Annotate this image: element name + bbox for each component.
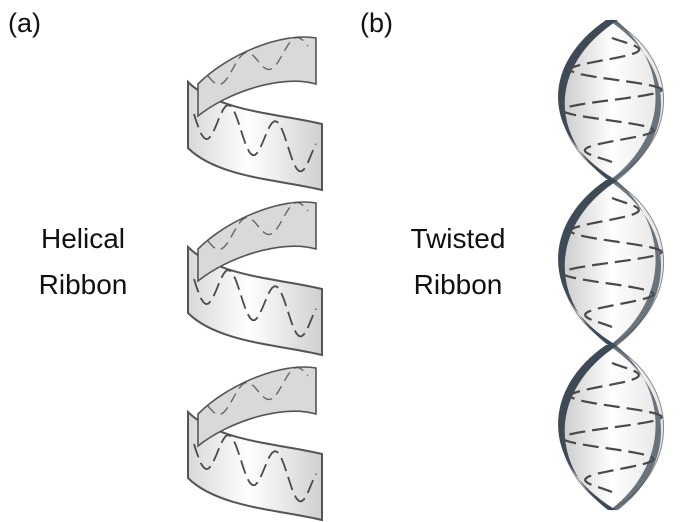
panel-a-label: (a)	[8, 8, 41, 38]
twisted-ribbon-caption: Twisted Ribbon	[398, 216, 518, 308]
panel-b-label: (b)	[360, 8, 393, 38]
caption-line: Ribbon	[38, 269, 128, 300]
twist-edge-right	[608, 20, 661, 180]
helix-dashed-curve	[193, 269, 317, 338]
twist-edge-right	[608, 345, 661, 510]
twisted-ribbon-illustration	[558, 19, 665, 511]
helix-dashed-curve	[193, 434, 317, 503]
twist-edge-left	[558, 180, 618, 345]
twist-dashed-curve	[561, 196, 663, 329]
helix-back-dashed-curve	[207, 366, 309, 416]
helix-back-band	[197, 201, 317, 283]
caption-line: Helical	[40, 223, 126, 254]
twist-edge-right	[608, 180, 661, 345]
caption-line: Twisted	[410, 223, 506, 254]
twist-dashed-curve	[561, 361, 663, 494]
helix-back-band	[197, 366, 317, 448]
twist-lobe	[559, 179, 665, 346]
helix-front-band	[187, 244, 323, 357]
helix-front-band	[187, 79, 323, 192]
helix-back-dashed-curve	[207, 201, 309, 251]
helix-front-band	[187, 409, 323, 522]
helix-back-band	[197, 36, 317, 118]
helix-back-dashed-curve	[207, 36, 309, 86]
helical-ribbon-illustration	[187, 36, 323, 522]
twist-lobe	[559, 344, 665, 511]
twist-lobe	[559, 19, 665, 181]
twist-edge-left	[558, 20, 618, 180]
caption-line: Ribbon	[413, 269, 503, 300]
twist-edge-left	[558, 345, 618, 510]
helix-dashed-curve	[193, 104, 317, 173]
helical-ribbon-caption: Helical Ribbon	[28, 216, 138, 308]
twist-dashed-curve	[561, 36, 663, 164]
